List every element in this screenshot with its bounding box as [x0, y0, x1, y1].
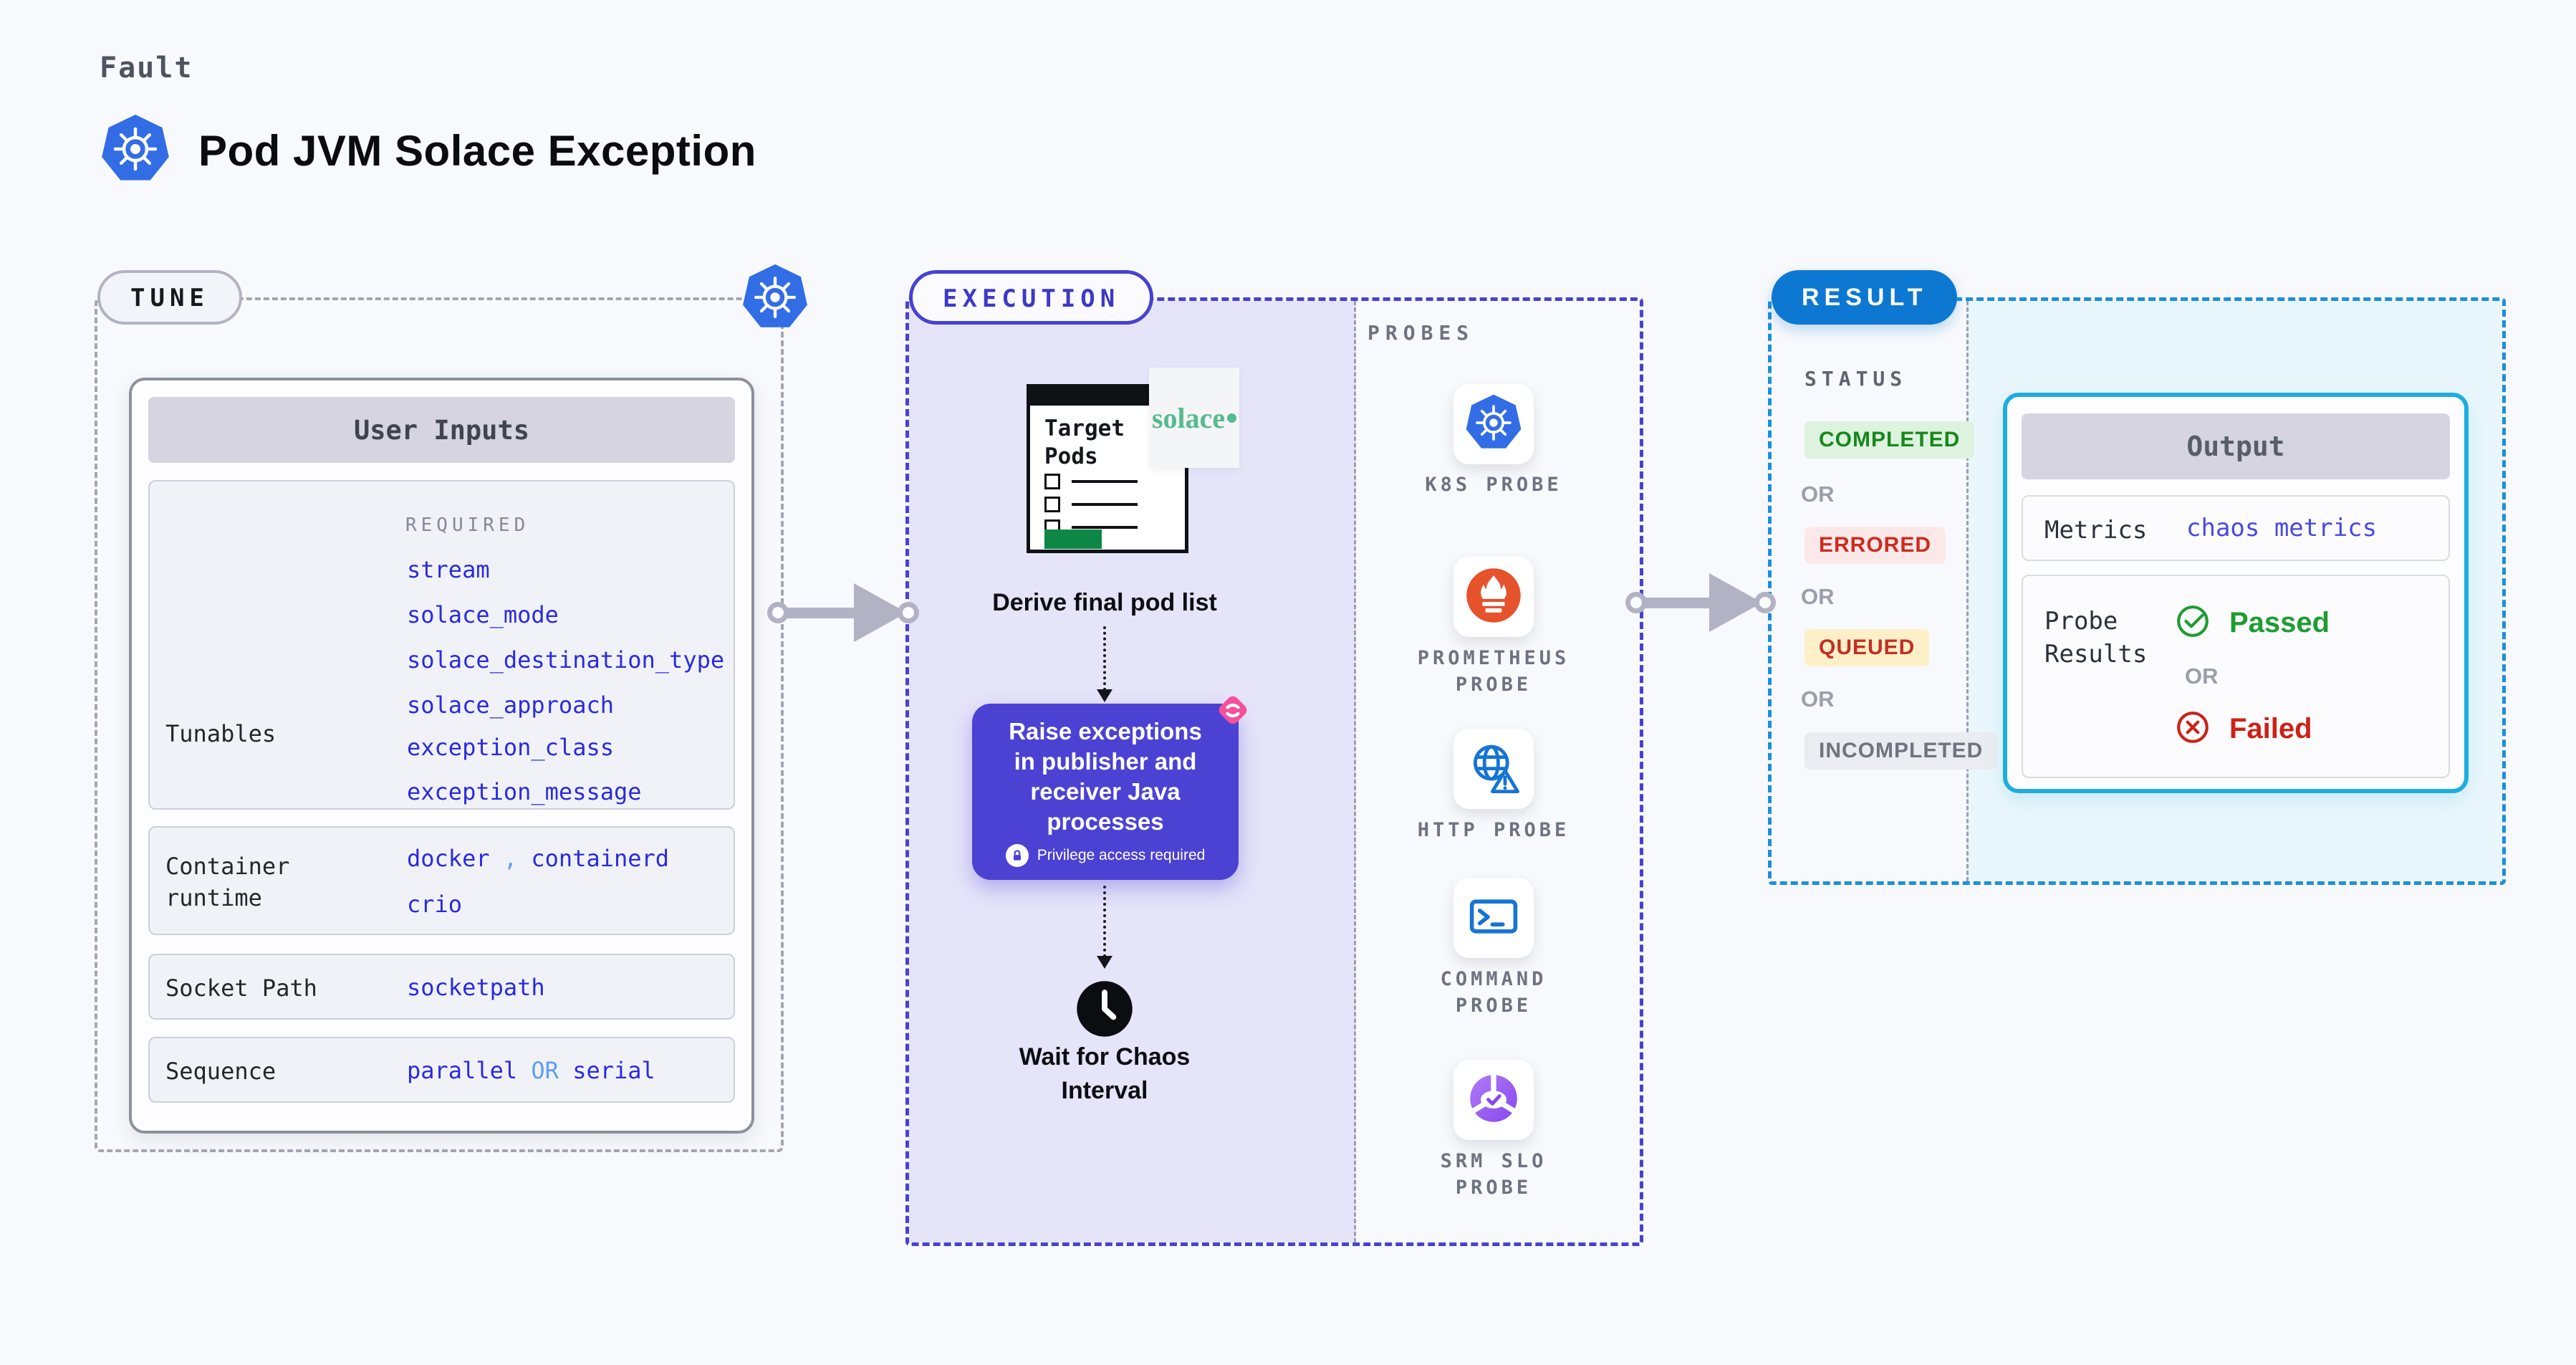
clock-icon [1073, 977, 1136, 1044]
kubernetes-icon [741, 263, 809, 335]
prometheus-probe-card [1453, 557, 1534, 637]
or-label: OR [1801, 584, 1835, 609]
tune-badge: TUNE [97, 270, 242, 325]
kubernetes-icon [100, 113, 171, 188]
command-probe-card [1453, 878, 1534, 958]
solace-logo: solace [1149, 368, 1239, 468]
container-runtime-row: Container runtime docker , containerd cr… [148, 826, 735, 935]
user-inputs-title: User Inputs [148, 397, 735, 463]
chaos-icon [1211, 688, 1255, 736]
privilege-note: Privilege access required [1005, 844, 1205, 867]
sequence-value: parallel OR serial [407, 1057, 655, 1084]
sequence-label: Sequence [165, 1058, 277, 1085]
container-runtime-crio: crio [407, 891, 463, 918]
result-badge: RESULT [1772, 270, 1958, 325]
tunables-row: Tunables REQUIRED stream solace_mode sol… [148, 480, 735, 810]
socket-path-label: Socket Path [165, 974, 317, 1002]
probe-label: PROMETHEUS PROBE [1417, 647, 1570, 696]
flow-dotted-arrowhead [1097, 956, 1112, 969]
tunable-value: solace_destination_type [407, 646, 725, 674]
tunables-label: Tunables [165, 720, 277, 747]
page-title: Pod JVM Solace Exception [198, 127, 756, 175]
tunable-value: exception_message [407, 778, 642, 805]
fault-kicker: Fault [100, 52, 193, 85]
raise-exceptions-step: Raise exceptions in publisher and receiv… [972, 704, 1239, 880]
probe-label: COMMAND PROBE [1440, 968, 1547, 1017]
pod-checkbox-row [1044, 497, 1138, 512]
probe-results-label: Probe Results [2044, 607, 2148, 669]
derive-pod-list-label: Derive final pod list [992, 589, 1217, 616]
tune-panel [95, 297, 784, 1152]
status-label: STATUS [1804, 367, 1908, 391]
tunable-value: solace_mode [407, 601, 559, 628]
metrics-row: Metrics chaos metrics [2022, 495, 2450, 561]
probe-label: SRM SLO PROBE [1440, 1150, 1547, 1199]
x-circle-icon [2175, 709, 2211, 749]
srm-slo-probe-card [1453, 1060, 1534, 1140]
kubernetes-icon [1464, 393, 1523, 456]
probe-results-row: Probe Results Passed OR Failed [2022, 575, 2450, 778]
container-runtime-values: docker , containerd [407, 845, 670, 872]
failed-result: Failed [2175, 709, 2312, 749]
tunable-value: solace_approach [407, 691, 614, 719]
output-box: Output Metrics chaos metrics Probe Resul… [2003, 393, 2469, 793]
output-title: Output [2022, 413, 2450, 479]
confirm-button-shape [1044, 530, 1102, 549]
or-label: OR [2185, 664, 2219, 689]
user-inputs-card: User Inputs Tunables REQUIRED stream sol… [129, 378, 754, 1134]
target-pods-title: Target Pods [1044, 416, 1125, 469]
metrics-value: chaos metrics [2186, 514, 2378, 542]
probes-label: PROBES [1368, 321, 1475, 345]
flow-dotted-arrowhead [1097, 689, 1112, 702]
check-circle-icon [2175, 603, 2211, 643]
socket-path-row: Socket Path socketpath [148, 954, 735, 1020]
status-badge-queued: QUEUED [1804, 629, 1930, 666]
required-label: REQUIRED [405, 514, 530, 536]
slo-donut-check-icon [1464, 1069, 1523, 1131]
http-probe-card [1453, 729, 1534, 809]
or-label: OR [1801, 686, 1835, 712]
tunable-value: stream [407, 556, 490, 583]
container-runtime-label: Container runtime [165, 853, 290, 911]
flow-dotted-connector [1103, 886, 1106, 957]
prometheus-icon [1464, 566, 1523, 628]
page-header: Pod JVM Solace Exception [100, 113, 756, 188]
metrics-label: Metrics [2044, 516, 2148, 545]
status-badge-completed: COMPLETED [1804, 421, 1975, 459]
globe-warning-icon [1465, 739, 1522, 800]
pod-checkbox-row [1044, 474, 1138, 489]
status-badge-errored: ERRORED [1804, 527, 1946, 564]
k8s-probe-card [1453, 384, 1534, 464]
status-badge-incompleted: INCOMPLETED [1804, 732, 1998, 770]
solace-dot [1227, 413, 1237, 423]
passed-result: Passed [2175, 603, 2330, 643]
or-label: OR [1801, 482, 1835, 507]
probe-label: K8S PROBE [1425, 474, 1562, 496]
terminal-icon [1465, 888, 1522, 949]
probe-label: HTTP PROBE [1417, 819, 1570, 841]
flow-dotted-connector [1103, 626, 1106, 691]
lock-icon [1005, 844, 1029, 867]
tunable-value: exception_class [407, 734, 614, 761]
socket-path-value: socketpath [407, 974, 545, 1001]
execution-badge: EXECUTION [909, 270, 1154, 325]
sequence-row: Sequence parallel OR serial [148, 1037, 735, 1103]
